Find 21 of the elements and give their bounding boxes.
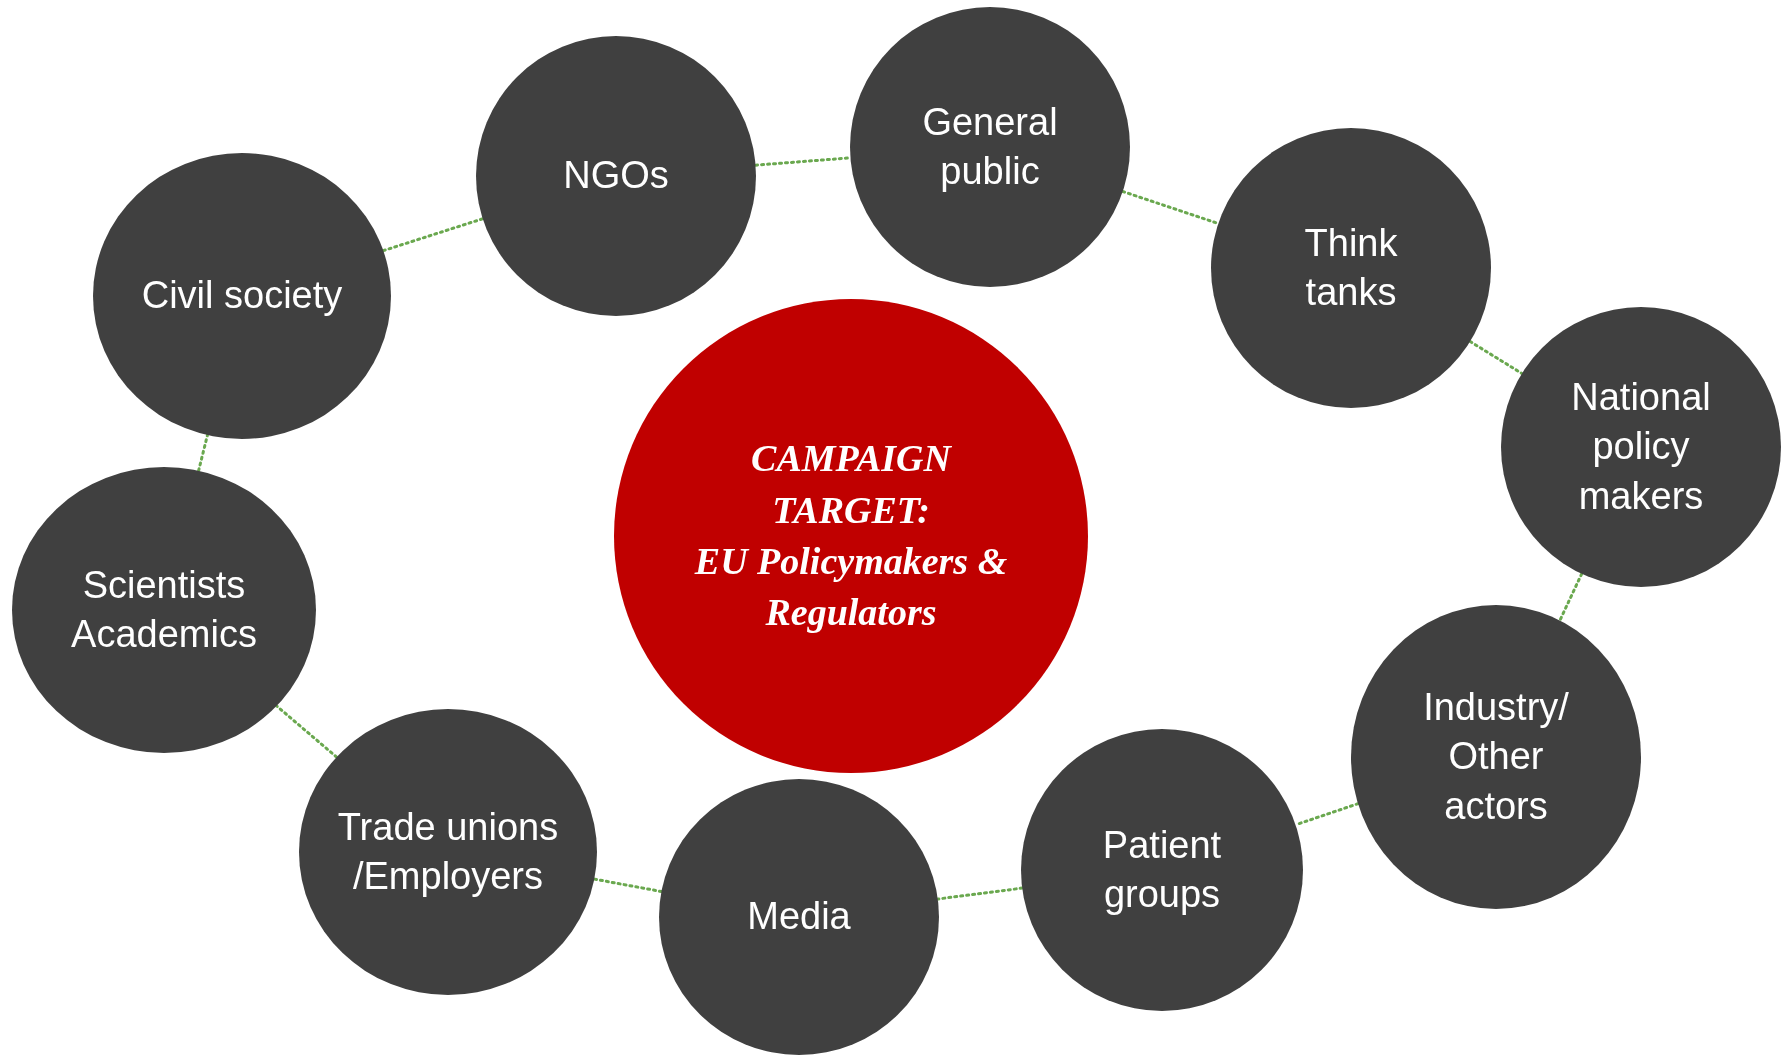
stakeholder-label: Media bbox=[747, 894, 851, 940]
stakeholder-label: Patient groups bbox=[1101, 822, 1223, 917]
target-heading: CAMPAIGN TARGET: bbox=[750, 436, 953, 533]
stakeholder-label: National policy makers bbox=[1570, 374, 1712, 519]
stakeholder-label: Industry/ Other actors bbox=[1422, 684, 1570, 829]
stakeholder-label: Civil society bbox=[141, 273, 343, 319]
target-text: EU Policymakers & Regulators bbox=[693, 539, 1009, 636]
dotted-connector bbox=[936, 886, 1024, 901]
stakeholder-label: Trade unions /Employers bbox=[336, 804, 560, 899]
dotted-connector bbox=[381, 217, 485, 253]
dotted-connector bbox=[197, 433, 209, 473]
dotted-connector bbox=[1121, 190, 1220, 225]
dotted-connector bbox=[592, 877, 663, 893]
dotted-connector bbox=[1468, 340, 1524, 375]
dotted-connector bbox=[754, 156, 852, 167]
dotted-connector bbox=[1558, 572, 1584, 622]
stakeholder-label: General public bbox=[921, 99, 1059, 194]
stakeholder-label: Scientists Academics bbox=[70, 562, 258, 657]
stakeholder-label: Think tanks bbox=[1303, 220, 1399, 315]
dotted-connector bbox=[275, 704, 339, 759]
stakeholder-label: NGOs bbox=[563, 153, 669, 199]
